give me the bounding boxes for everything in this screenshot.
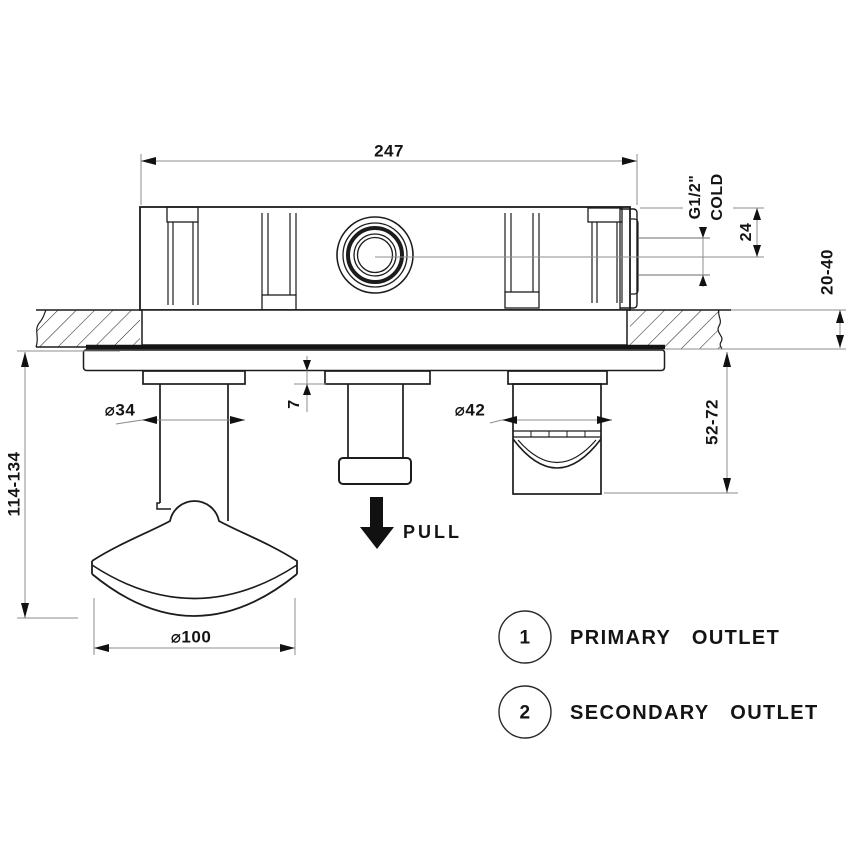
dim-dia100-lines xyxy=(93,598,296,655)
concealed-valve-body xyxy=(139,206,639,311)
dim-114-134-lines xyxy=(17,350,120,619)
dim-52-72-lines xyxy=(604,352,738,494)
wall-section xyxy=(35,309,846,350)
center-outlet-port xyxy=(336,216,414,294)
trim-plate xyxy=(82,344,666,372)
dim-52-72-label: 52-72 xyxy=(702,399,722,445)
dim-247-label: 247 xyxy=(374,141,404,161)
dim-114-134-label: 114-134 xyxy=(4,451,24,517)
inlet-cold-label: COLD xyxy=(709,173,726,221)
dim-dia34-lines xyxy=(115,416,245,425)
dim-7-label: 7 xyxy=(286,399,303,409)
inlet-leaders xyxy=(638,227,710,287)
legend-2-label: SECONDARY OUTLET xyxy=(570,702,819,724)
dim-20-40-label: 20-40 xyxy=(817,249,837,295)
dim-7-lines xyxy=(294,356,326,412)
dim-dia42-label: ⌀42 xyxy=(454,400,486,420)
legend-1-label: PRIMARY OUTLET xyxy=(570,627,781,649)
diverter-assembly xyxy=(338,384,412,485)
dim-24-label: 24 xyxy=(738,222,755,242)
legend-balloons xyxy=(498,610,552,739)
pull-arrow-icon xyxy=(360,497,394,549)
spout-assembly xyxy=(512,383,602,495)
legend-1-number: 1 xyxy=(519,627,531,649)
dim-dia100-label: ⌀100 xyxy=(170,627,212,647)
legend-2-number: 2 xyxy=(519,702,531,724)
handle-assembly xyxy=(91,384,298,617)
dim-dia34-label: ⌀34 xyxy=(104,400,136,420)
dim-dia42-lines xyxy=(489,416,612,424)
escutcheons xyxy=(142,370,608,385)
dim-20-40-lines xyxy=(836,310,844,348)
dim-247-lines xyxy=(140,154,638,205)
inlet-size-label: G1/2" xyxy=(687,174,704,220)
dim-24-lines xyxy=(640,207,764,257)
pull-label: PULL xyxy=(403,522,462,542)
